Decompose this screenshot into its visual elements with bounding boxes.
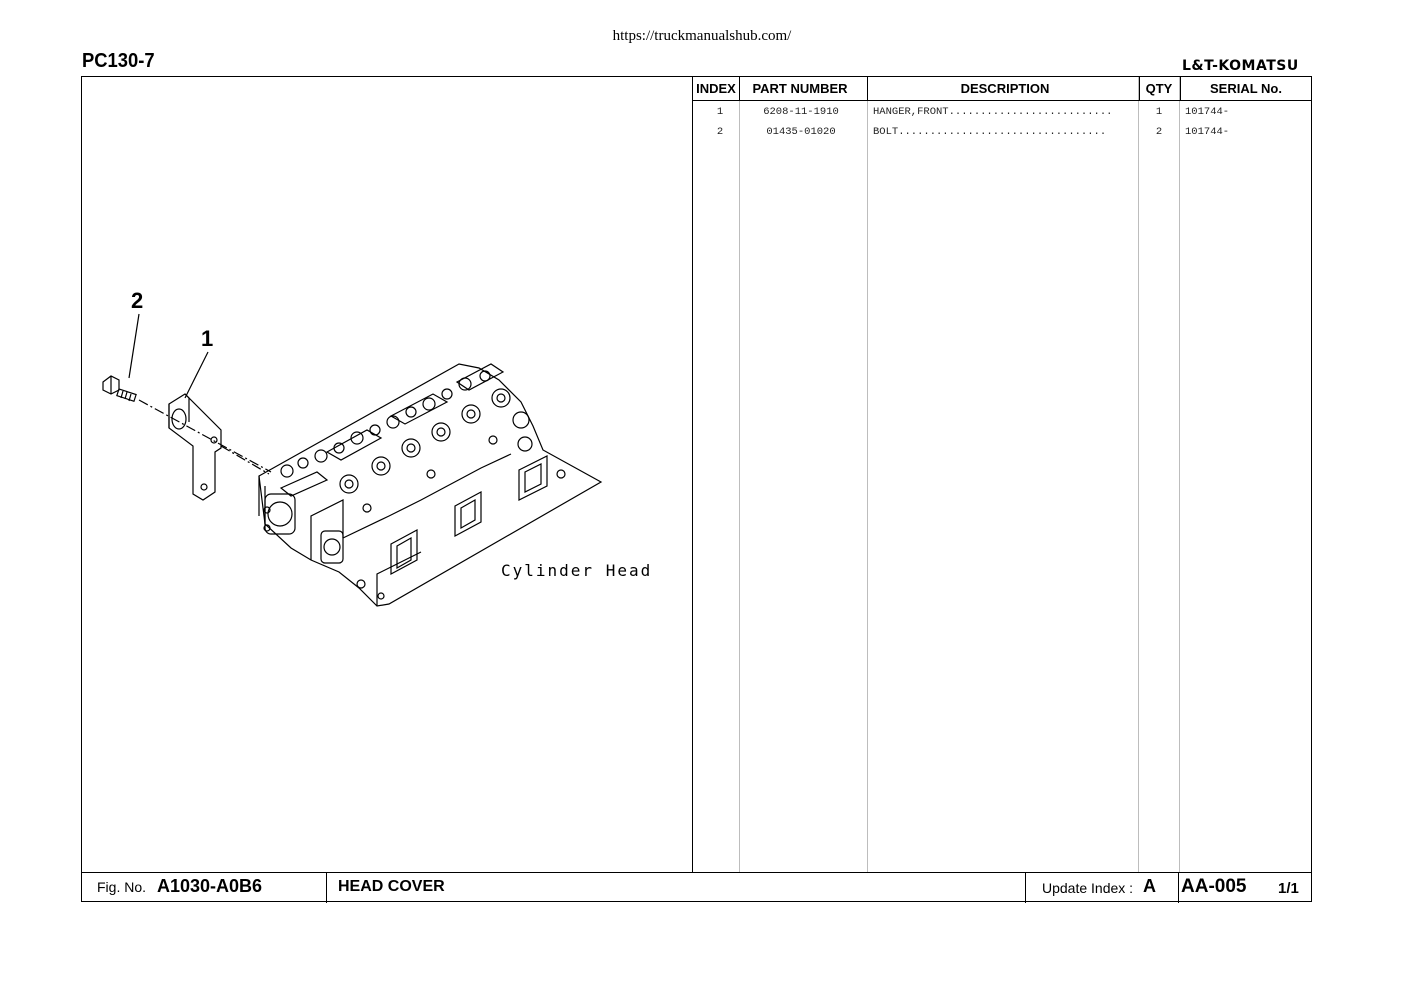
brand-logo: L&T-KOMATSU xyxy=(1182,58,1299,74)
cell-index: 2 xyxy=(716,126,724,138)
table-header: INDEX PART NUMBER DESCRIPTION QTY SERIAL… xyxy=(693,77,1312,101)
cell-qty: 1 xyxy=(1155,106,1163,118)
cell-part-number[interactable]: 6208-11-1910 xyxy=(763,106,839,118)
page-footer: Fig. No. A1030-A0B6 HEAD COVER Update In… xyxy=(81,872,1312,903)
cylinder-head-drawing: 2 1 xyxy=(102,288,652,607)
cylinder-head-part xyxy=(258,363,603,607)
page-number: 1/1 xyxy=(1278,880,1299,897)
header-part-number: PART NUMBER xyxy=(752,81,848,96)
cylinder-head-label: Cylinder Head xyxy=(501,561,652,580)
section-title: HEAD COVER xyxy=(338,878,445,895)
cell-index: 1 xyxy=(716,106,724,118)
table-row[interactable]: 2 01435-01020 BOLT......................… xyxy=(693,122,1312,142)
machine-model: PC130-7 xyxy=(82,50,155,72)
header-description: DESCRIPTION xyxy=(960,81,1050,96)
hanger-bracket-part xyxy=(168,393,222,501)
cell-qty: 2 xyxy=(1155,126,1163,138)
update-index-label: Update Index : xyxy=(1042,880,1134,896)
parts-list-table: INDEX PART NUMBER DESCRIPTION QTY SERIAL… xyxy=(693,77,1312,872)
fig-no-label: Fig. No. xyxy=(97,879,147,895)
page-frame xyxy=(81,76,1312,902)
header-serial: SERIAL No. xyxy=(1210,81,1282,96)
page-id: AA-005 xyxy=(1181,876,1247,897)
update-index-value: A xyxy=(1143,876,1156,896)
cell-description: HANGER,FRONT.......................... xyxy=(873,106,1113,118)
cell-serial: 101744- xyxy=(1185,106,1230,118)
callout-1: 1 xyxy=(201,326,213,351)
cell-description: BOLT................................. xyxy=(873,126,1107,138)
header-index: INDEX xyxy=(696,81,736,96)
table-row[interactable]: 1 6208-11-1910 HANGER,FRONT.............… xyxy=(693,102,1312,122)
cell-part-number[interactable]: 01435-01020 xyxy=(766,126,836,138)
exploded-view-illustration: 2 1 xyxy=(81,76,693,872)
column-divider xyxy=(693,77,740,872)
cell-serial: 101744- xyxy=(1185,126,1230,138)
column-divider xyxy=(867,77,1139,872)
source-url[interactable]: https://truckmanualshub.com/ xyxy=(612,28,792,44)
column-divider xyxy=(1138,77,1180,872)
column-divider xyxy=(739,77,868,872)
callout-2: 2 xyxy=(131,288,143,313)
header-qty: QTY xyxy=(1145,81,1173,96)
bolt-part xyxy=(102,375,137,402)
fig-no-value: A1030-A0B6 xyxy=(157,876,263,896)
